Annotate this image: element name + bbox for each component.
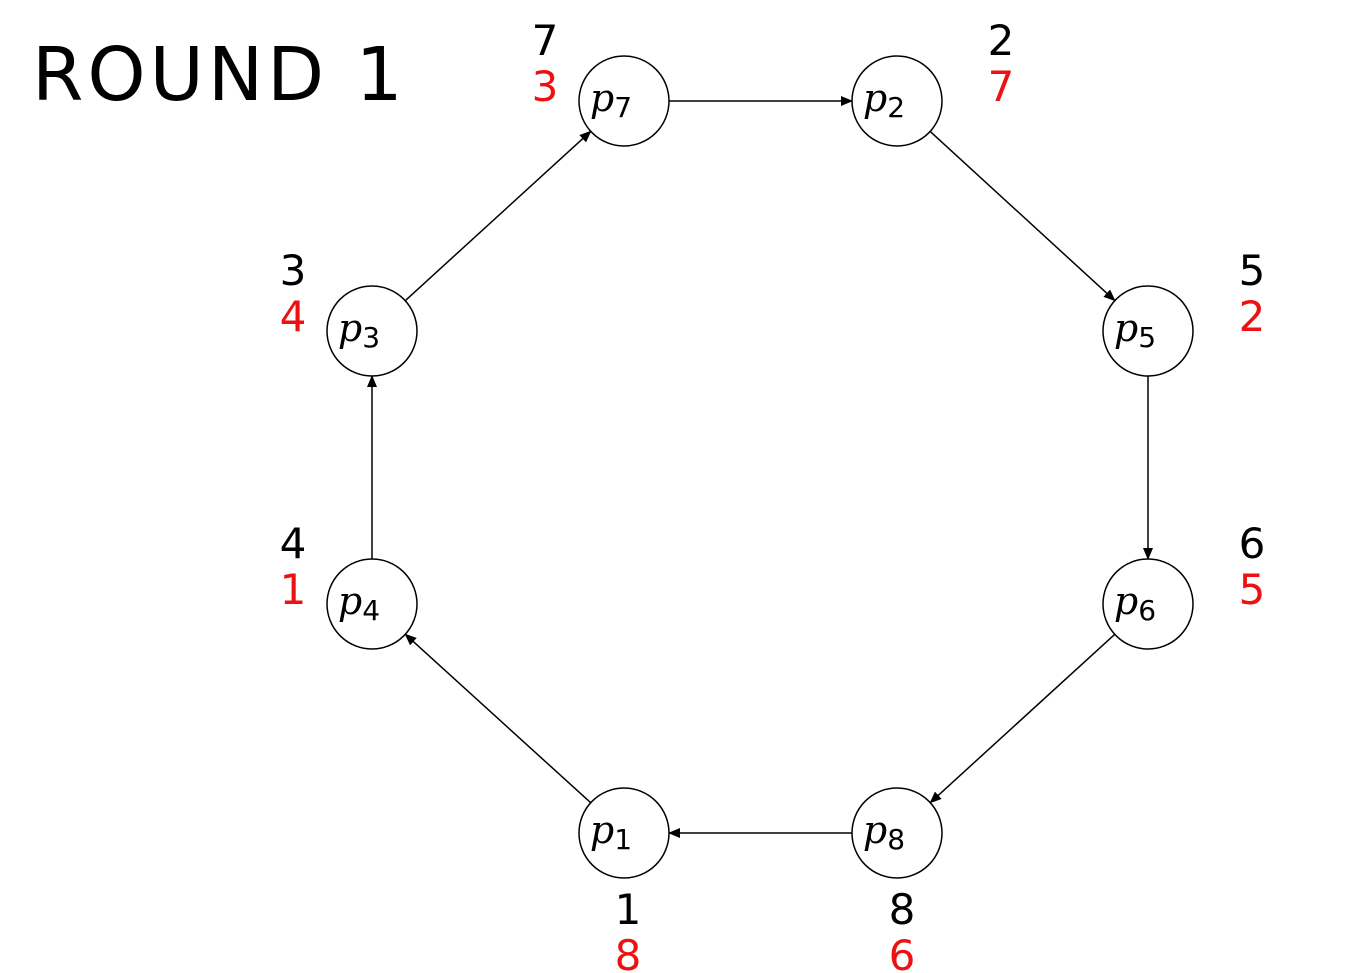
node-label-letter: p [863,808,887,852]
node-label-subscript: 2 [887,91,905,124]
node-label-letter: p [338,579,362,623]
node-label-letter: p [590,76,614,120]
node-circle [326,558,418,650]
node-id-label: 3 [280,246,307,295]
node-label-subscript: 3 [362,321,380,354]
node-value-label: 1 [280,565,307,614]
node-label: p7 [590,76,632,124]
node-label: p1 [590,808,632,856]
node-id-label: 5 [1239,246,1266,295]
node-id-label: 8 [889,885,916,934]
node-id-label: 7 [532,16,559,65]
node-value-label: 7 [988,62,1015,111]
edge-p1-to-p4 [404,633,592,804]
edge-p2-to-p5 [929,130,1116,302]
node-label-subscript: 1 [614,823,632,856]
node-id-label: 2 [988,16,1015,65]
node-value-label: 6 [889,931,916,973]
node-label-letter: p [863,76,887,120]
edge-p6-to-p8 [929,633,1116,804]
node-circle [578,55,670,147]
node-value-label: 8 [615,931,642,973]
node-circle [851,787,943,879]
node-id-label: 6 [1239,519,1266,568]
node-value-label: 4 [280,292,307,341]
node-label-letter: p [1114,579,1138,623]
node-label: p8 [863,808,905,856]
node-label-subscript: 7 [614,91,632,124]
node-value-label: 3 [532,62,559,111]
round-title: ROUND 1 [32,32,407,118]
node-id-label: 4 [280,519,307,568]
node-value-label: 2 [1239,292,1266,341]
node-label: p3 [338,306,380,354]
node-label-subscript: 6 [1138,594,1156,627]
edges-layer [367,96,1153,838]
node-label-subscript: 8 [887,823,905,856]
node-label-subscript: 5 [1138,321,1156,354]
node-id-label: 1 [615,885,642,934]
node-value-label: 5 [1239,565,1266,614]
node-label: p2 [863,76,905,124]
edge-p3-to-p7 [404,130,592,302]
node-label-letter: p [338,306,362,350]
node-circle [851,55,943,147]
node-circle [578,787,670,879]
node-circle [1102,285,1194,377]
node-circle [1102,558,1194,650]
node-label-subscript: 4 [362,594,380,627]
node-label: p6 [1114,579,1156,627]
node-label-letter: p [590,808,614,852]
node-label: p5 [1114,306,1156,354]
node-circle [326,285,418,377]
node-label: p4 [338,579,380,627]
node-label-letter: p [1114,306,1138,350]
